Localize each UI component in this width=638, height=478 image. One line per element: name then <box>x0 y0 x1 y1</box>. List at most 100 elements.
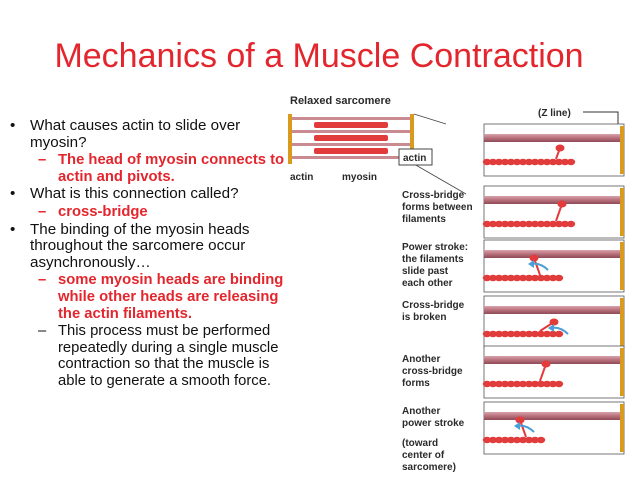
bullet-list: • What causes actin to slide over myosin?… <box>10 117 286 391</box>
actin-filament <box>484 306 620 314</box>
myosin-bead <box>494 436 504 444</box>
bullet-item: • What causes actin to slide over myosin? <box>10 117 286 151</box>
z-line-label: (Z line) <box>538 108 571 119</box>
myosin-bead <box>554 274 564 282</box>
myosin-bead <box>506 220 516 228</box>
myosin-bead <box>554 220 564 228</box>
myosin-bead <box>566 158 576 166</box>
myosin-bead <box>506 436 516 444</box>
myosin-bead <box>524 330 534 338</box>
myosin-bead <box>506 380 516 388</box>
step5-label-1: Another <box>402 354 440 365</box>
myosin-bead <box>488 330 498 338</box>
motion-arrow-head-icon <box>514 422 520 430</box>
z-line-bar <box>620 298 624 346</box>
panel-frame <box>483 185 625 239</box>
myosin-bead <box>524 380 534 388</box>
relaxed-sarcomere-schematic <box>288 114 414 164</box>
myosin-bead <box>518 274 528 282</box>
actin-filament <box>484 356 620 364</box>
myosin-bead <box>548 220 558 228</box>
myosin-bead <box>536 158 546 166</box>
step2-label-1: Cross-bridge <box>402 190 465 201</box>
sub-bullet-item: –The head of myosin connects to actin an… <box>10 152 286 185</box>
myosin-head <box>515 416 525 424</box>
myosin-bead <box>500 380 510 388</box>
actin-callout-label: actin <box>403 153 426 164</box>
myosin-bead <box>512 274 522 282</box>
myosin-bead <box>488 436 498 444</box>
myosin-head <box>541 360 551 368</box>
step4-label-2: is broken <box>402 312 446 323</box>
sub-bullet-text: cross-bridge <box>58 203 148 220</box>
myosin-bead <box>494 330 504 338</box>
dash-icon: – <box>38 152 47 169</box>
myosin-bead <box>482 220 492 228</box>
sub-bullet-text: some myosin heads are binding while othe… <box>58 272 284 322</box>
myosin-bead <box>542 274 552 282</box>
myosin-bead <box>542 220 552 228</box>
myosin-bead <box>566 220 576 228</box>
myosin-bead <box>500 220 510 228</box>
dash-icon: – <box>38 272 47 289</box>
slide-title: Mechanics of a Muscle Contraction <box>54 37 584 75</box>
myosin-bead <box>500 274 510 282</box>
sub-bullet-text: This process must be performed repeatedl… <box>58 323 279 389</box>
panel-frame <box>483 345 625 399</box>
myosin-bead <box>554 380 564 388</box>
sarcomere-figure: Relaxed sarcomere actin myosin (Z line) … <box>286 84 634 476</box>
myosin-bead <box>482 274 492 282</box>
step6b-label-2: center of <box>402 450 445 461</box>
step2-label-3: filaments <box>402 214 446 225</box>
myosin-bead <box>530 330 540 338</box>
motion-arrow-head-icon <box>528 260 534 268</box>
z-line-bar <box>620 126 624 174</box>
myosin-head <box>557 200 567 208</box>
myosin-bead <box>506 274 516 282</box>
dash-icon: – <box>38 203 47 220</box>
bullet-dot-icon: • <box>10 220 16 238</box>
myosin-bead <box>542 330 552 338</box>
myosin-bead <box>506 158 516 166</box>
myosin-bead <box>482 436 492 444</box>
myosin-bead <box>542 380 552 388</box>
myosin-bead <box>554 330 564 338</box>
z-line-bar <box>620 188 624 236</box>
myosin-bead <box>512 380 522 388</box>
bullet-text: What causes actin to slide over myosin? <box>30 117 241 151</box>
myosin-bead <box>524 436 534 444</box>
myosin-bead <box>518 380 528 388</box>
myosin-bead <box>494 220 504 228</box>
actin-filament <box>484 250 620 258</box>
step5-label-2: cross-bridge <box>402 366 463 377</box>
myosin-bead <box>536 380 546 388</box>
myosin-bead <box>524 220 534 228</box>
myosin-bead <box>482 330 492 338</box>
myosin-bead <box>554 158 564 166</box>
relaxed-sarcomere-label: Relaxed sarcomere <box>290 95 391 107</box>
panel-frame <box>483 123 625 177</box>
panel-frame <box>483 401 625 455</box>
myosin-bead <box>488 380 498 388</box>
step3-label-2: the filaments <box>402 254 464 265</box>
myosin-bead <box>530 158 540 166</box>
myosin-bead <box>542 158 552 166</box>
myosin-bead <box>512 158 522 166</box>
sub-bullet-item: –some myosin heads are binding while oth… <box>10 272 286 322</box>
myosin-bead <box>536 220 546 228</box>
bullet-dot-icon: • <box>10 117 16 134</box>
myosin-bead <box>536 274 546 282</box>
myosin-bead <box>560 220 570 228</box>
myosin-head <box>555 144 565 152</box>
actin-filament <box>484 134 620 142</box>
myosin-bead <box>518 158 528 166</box>
sub-bullet-text: The head of myosin connects to actin and… <box>58 152 285 185</box>
motion-arrow-head-icon <box>548 324 554 332</box>
myosin-bead <box>494 158 504 166</box>
myosin-head <box>549 318 559 326</box>
myosin-bead <box>524 158 534 166</box>
step3-label-3: slide past <box>402 266 449 277</box>
myosin-bead <box>488 274 498 282</box>
myosin-bead <box>518 330 528 338</box>
myosin-bead <box>530 380 540 388</box>
